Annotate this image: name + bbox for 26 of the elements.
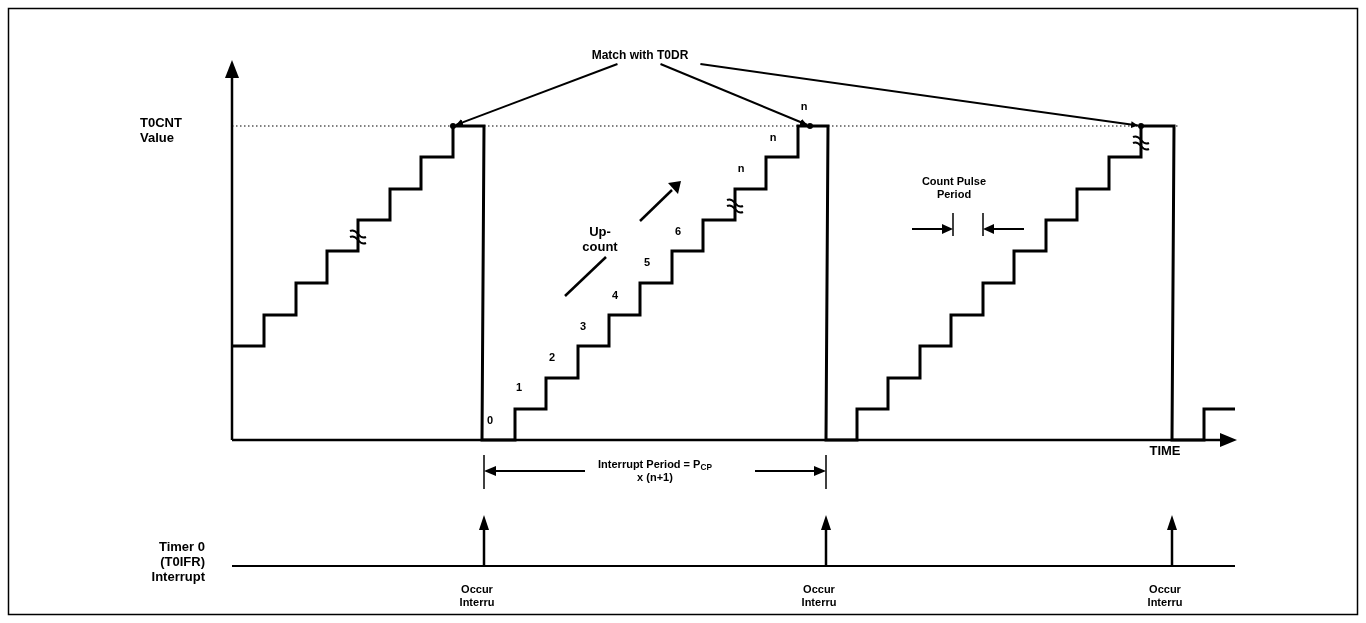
axis-label: TIME (1148, 443, 1182, 459)
period-label: Count Pulse Period (920, 175, 988, 201)
signal-label: Timer 0 (T0IFR) Interrupt (150, 539, 205, 585)
step-number: 1 (514, 380, 524, 394)
event-label: Occur Interru (1146, 583, 1184, 609)
step-number: 4 (610, 288, 620, 302)
direction-label: Up- count (581, 225, 619, 255)
step-number: 3 (578, 319, 588, 333)
waveform-peak (450, 123, 456, 129)
leader-arrow (659, 63, 808, 126)
step-number: 2 (547, 350, 557, 364)
step-number: 5 (642, 255, 652, 269)
callout-text: Match with T0DR (570, 47, 710, 64)
leader-arrow (455, 63, 619, 126)
step-number: n (768, 130, 778, 144)
step-number: 0 (485, 413, 495, 427)
waveform-peak (807, 123, 813, 129)
step-number: n (799, 99, 809, 113)
event-label: Occur Interru (800, 583, 838, 609)
leader-arrow (699, 63, 1139, 129)
axis-label: T0CNT Value (140, 116, 183, 146)
step-number: 6 (673, 224, 683, 238)
event-label: Occur Interru (458, 583, 496, 609)
period-label: Interrupt Period = P$_{CP}$ x (n+1) (597, 458, 713, 484)
waveform-peak (1138, 123, 1144, 129)
step-number: n (736, 161, 746, 175)
